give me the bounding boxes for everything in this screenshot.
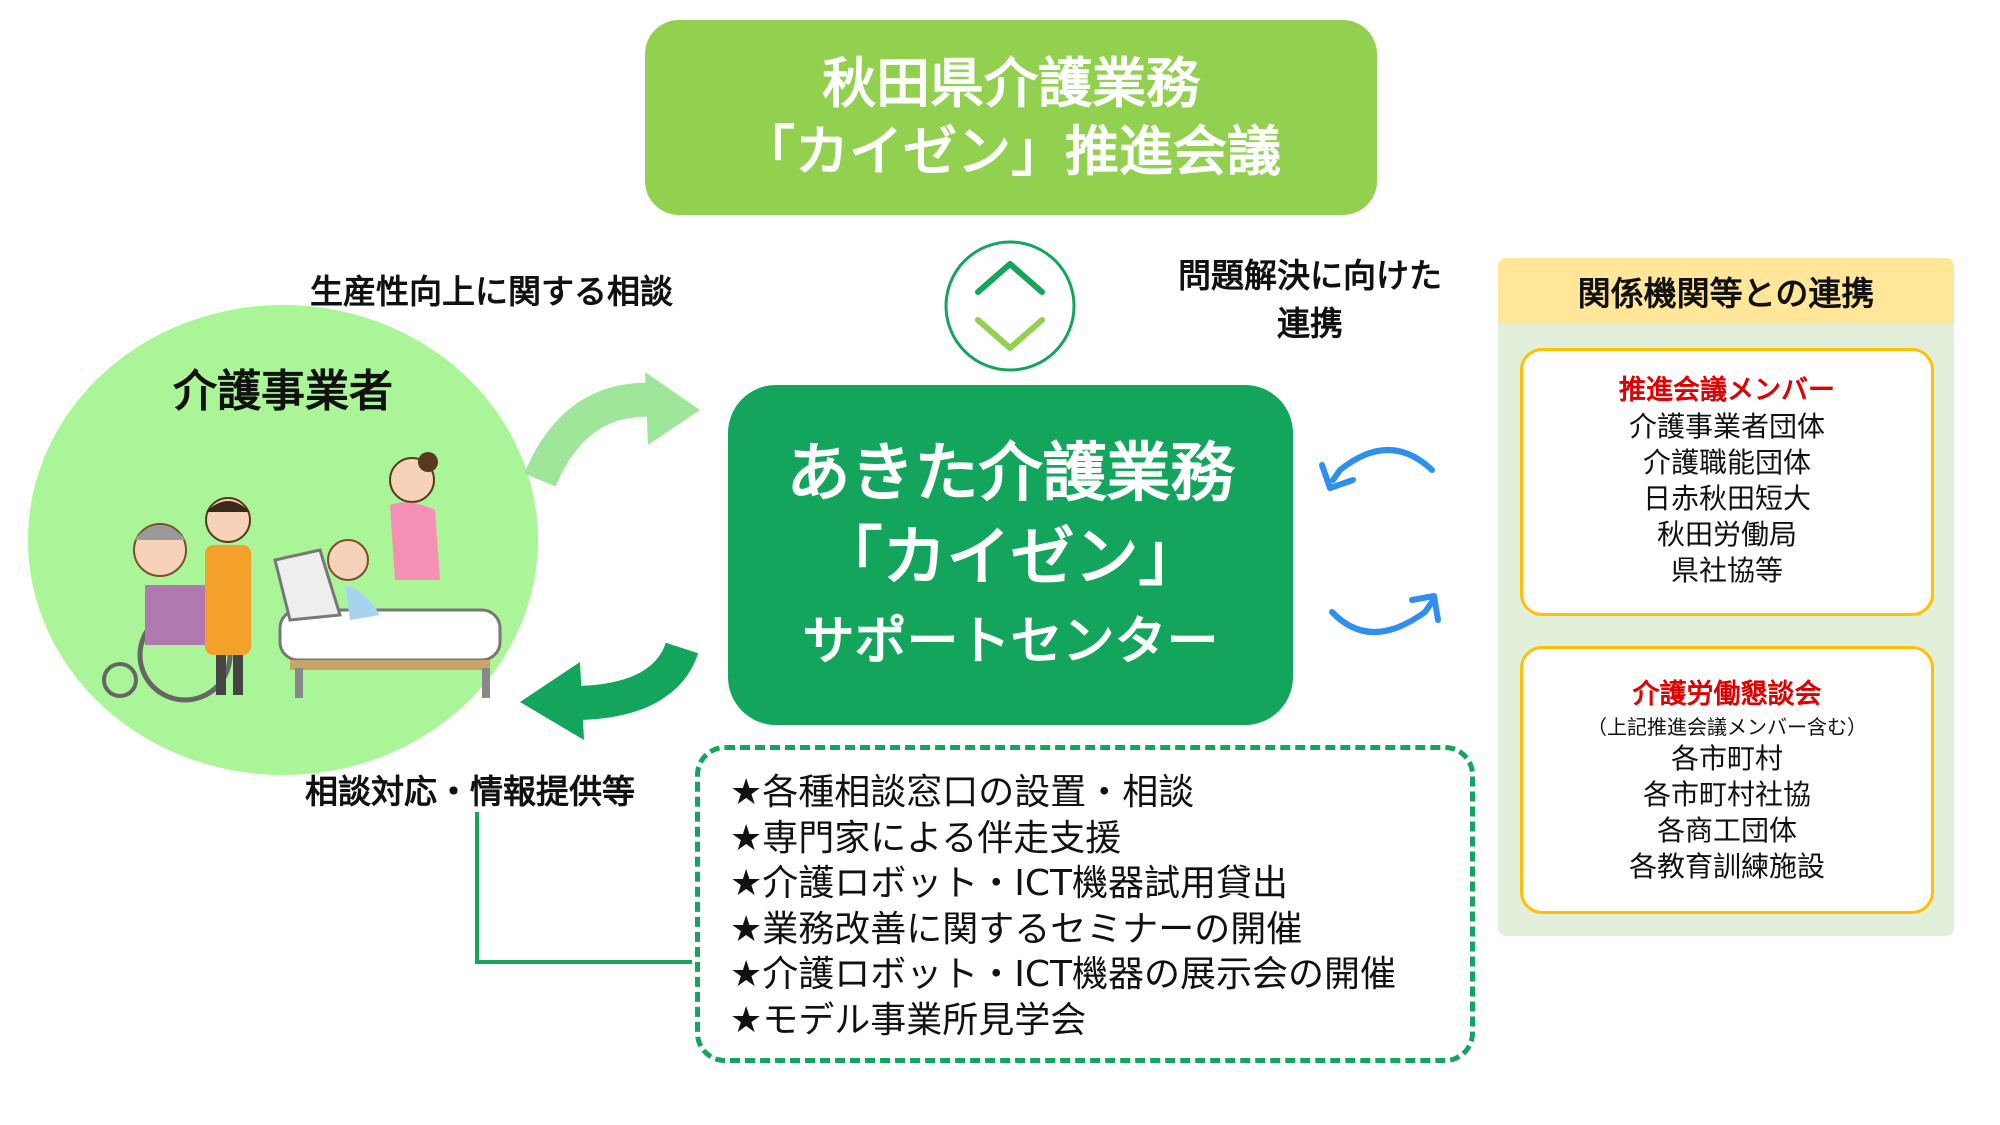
support-center-box: あきた介護業務 「カイゼン」 サポートセンター [728, 385, 1293, 725]
curved-arrow-icon [1319, 447, 1435, 491]
card-note: （上記推進会議メンバー含む） [1587, 715, 1867, 739]
card-item: 秋田労働局 [1656, 518, 1797, 551]
support-label: 相談対応・情報提供等 [305, 772, 635, 811]
center-title-line1: あきた介護業務 [786, 437, 1235, 511]
service-item: ★モデル事業所見学会 [730, 999, 1087, 1041]
card-item: 日赤秋田短大 [1642, 482, 1811, 515]
problem-label-line1: 問題解決に向けた [1178, 256, 1442, 295]
council-title-line2: 「カイゼン」推進会議 [741, 119, 1281, 183]
card-item: 各市町村 [1670, 742, 1783, 775]
relations-header: 関係機関等との連携 [1498, 258, 1954, 324]
card-item: 介護事業者団体 [1628, 410, 1825, 443]
service-item: ★各種相談窓口の設置・相談 [730, 772, 1195, 813]
connector-circle [944, 240, 1076, 372]
connector-line [475, 812, 692, 964]
care-worker-illustration [102, 452, 502, 703]
service-item: ★介護ロボット・ICT機器の展示会の開催 [730, 954, 1397, 995]
problem-label-line2: 連携 [1277, 304, 1343, 343]
council-members-card: 推進会議メンバー 介護事業者団体 介護職能団体 日赤秋田短大 秋田労働局 県社協… [1520, 348, 1934, 616]
curved-arrow-icon [1329, 593, 1441, 635]
chevron-down-icon [975, 317, 1045, 351]
card-item: 各市町村社協 [1642, 778, 1811, 811]
card-title: 推進会議メンバー [1619, 375, 1835, 406]
council-title-line1: 秋田県介護業務 [822, 51, 1200, 115]
center-title-line2: 「カイゼン」 [818, 521, 1203, 595]
labor-council-card: 介護労働懇談会 （上記推進会議メンバー含む） 各市町村 各市町村社協 各商工団体… [1520, 646, 1934, 914]
card-item: 各商工団体 [1656, 814, 1797, 847]
chevron-up-icon [975, 261, 1045, 295]
curved-arrow-icon [520, 641, 699, 740]
card-item: 各教育訓練施設 [1628, 850, 1825, 883]
service-item: ★業務改善に関するセミナーの開催 [730, 908, 1303, 950]
curved-arrow-icon [524, 372, 700, 487]
services-list: ★各種相談窓口の設置・相談 ★専門家による伴走支援 ★介護ロボット・ICT機器試… [695, 745, 1475, 1063]
card-title: 介護労働懇談会 [1632, 679, 1822, 710]
provider-title: 介護事業者 [173, 366, 393, 417]
problem-label: 問題解決に向けた 連携 [1150, 252, 1470, 348]
provider-circle [28, 305, 538, 775]
card-item: 県社協等 [1670, 554, 1783, 587]
consult-label: 生産性向上に関する相談 [310, 272, 673, 311]
service-item: ★介護ロボット・ICT機器試用貸出 [730, 863, 1289, 904]
service-item: ★専門家による伴走支援 [730, 817, 1122, 859]
center-title-line3: サポートセンター [802, 612, 1219, 672]
card-item: 介護職能団体 [1642, 446, 1811, 479]
council-box: 秋田県介護業務 「カイゼン」推進会議 [645, 20, 1377, 215]
